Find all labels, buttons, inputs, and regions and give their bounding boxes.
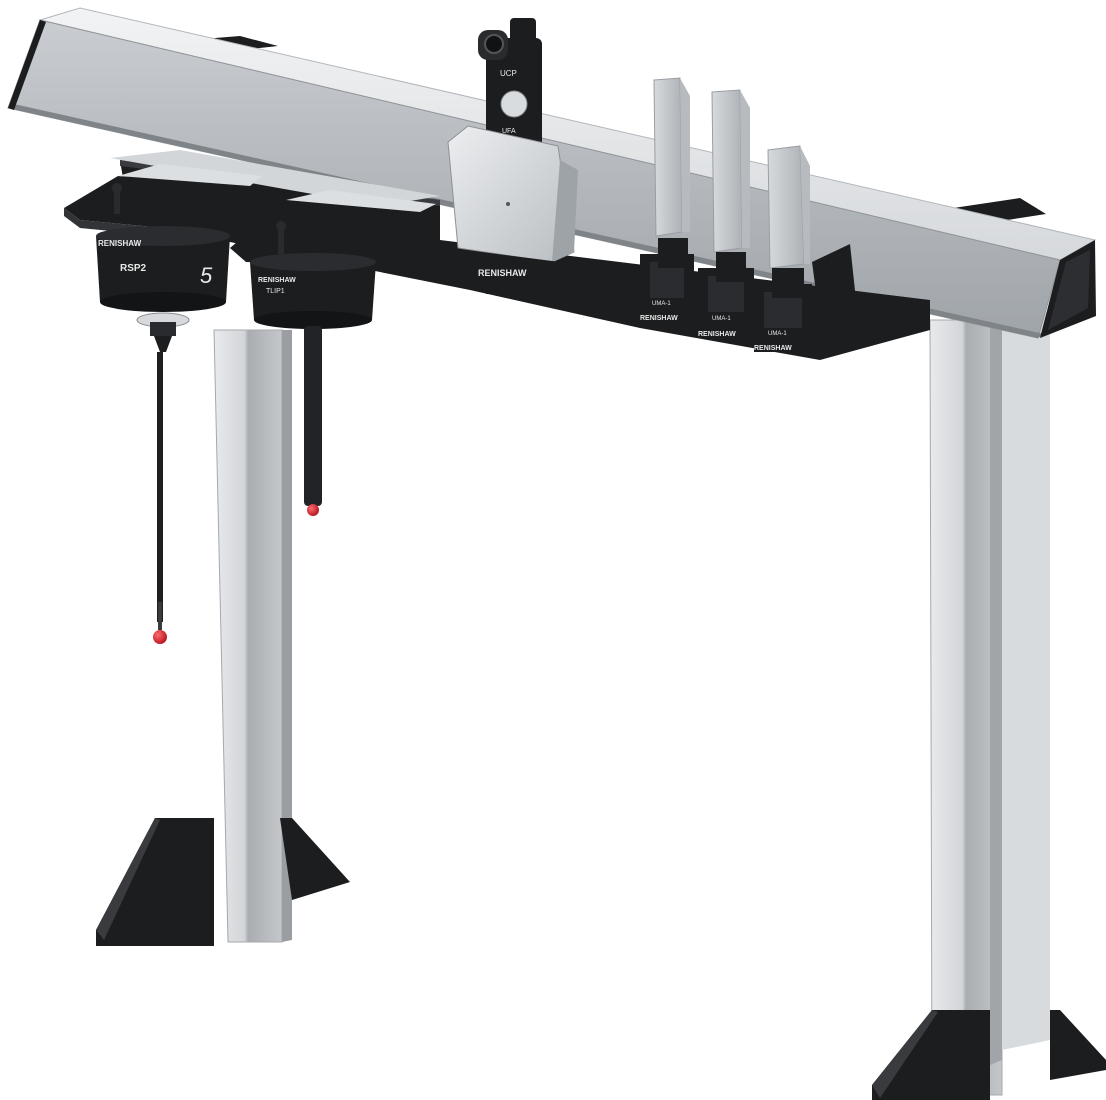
uma-1-label: UMA-1 <box>652 301 671 307</box>
tlip1-stylus <box>304 326 322 506</box>
left-foot-rear <box>280 818 350 900</box>
ufa-window <box>500 90 528 118</box>
tlip1-brand: RENISHAW <box>258 277 296 284</box>
uma-module-2: UMA-1 RENISHAW <box>698 89 754 338</box>
ucp-label: UCP <box>500 69 517 78</box>
uma-module-1: UMA-1 RENISHAW <box>640 77 694 322</box>
ufa-label: UFA <box>502 128 516 135</box>
tlip1-port: RENISHAW TLIP1 <box>230 190 440 516</box>
uma-1-brand: RENISHAW <box>640 315 678 322</box>
ufa-brand: RENISHAW <box>478 268 527 278</box>
rsp2-ruby-tip <box>153 630 167 644</box>
uma-2-label: UMA-1 <box>712 316 731 322</box>
ucp-ufa-module: UCP UFA RENISHAW <box>447 18 578 294</box>
beam-left-endcap <box>8 20 46 110</box>
rsp2-stylus <box>157 352 163 622</box>
left-leg <box>96 329 350 946</box>
left-foot <box>96 818 214 946</box>
uma-2-brand: RENISHAW <box>698 331 736 338</box>
right-leg <box>872 312 1106 1100</box>
right-foot-rear <box>1050 1010 1106 1080</box>
tlip1-label: TLIP1 <box>266 288 285 295</box>
right-foot <box>872 1010 990 1100</box>
rsp2-port-number: 5 <box>200 263 213 288</box>
rsp2-brand: RENISHAW <box>98 239 142 248</box>
tlip1-ruby-tip <box>307 504 319 516</box>
uma-module-3: UMA-1 RENISHAW <box>754 145 812 352</box>
rsp2-label: RSP2 <box>120 263 147 274</box>
uma-rear-bracket <box>812 244 856 322</box>
rsp2-port: RSP2 5 RENISHAW <box>64 164 262 644</box>
uma-3-brand: RENISHAW <box>754 345 792 352</box>
uma-3-label: UMA-1 <box>768 331 787 337</box>
